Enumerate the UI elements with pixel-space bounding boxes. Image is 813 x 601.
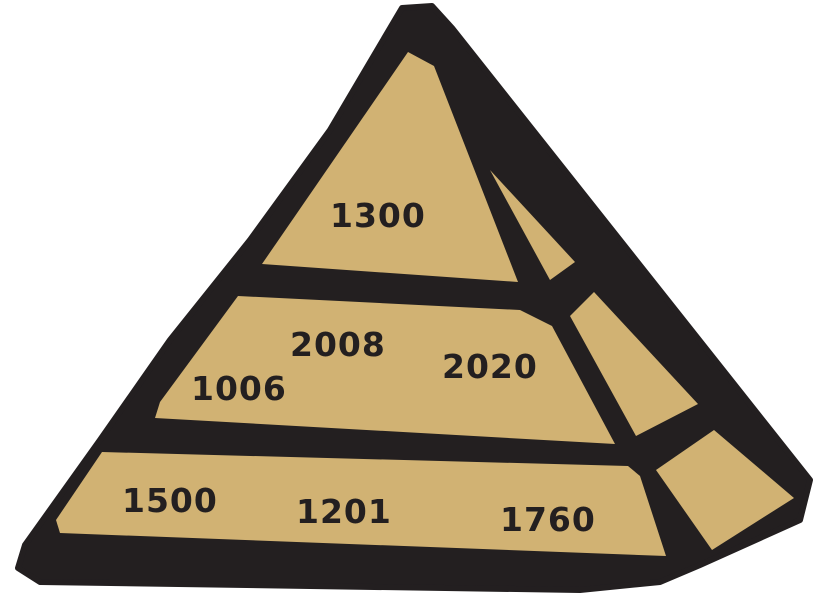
tier-number: 1201 xyxy=(296,492,392,531)
tier-number: 1500 xyxy=(122,481,218,520)
tier-number: 1006 xyxy=(191,369,287,408)
tier-number: 1760 xyxy=(500,500,596,539)
tier-number: 2008 xyxy=(290,325,386,364)
tier-number: 1300 xyxy=(330,196,426,235)
tier-number: 2020 xyxy=(442,347,538,386)
